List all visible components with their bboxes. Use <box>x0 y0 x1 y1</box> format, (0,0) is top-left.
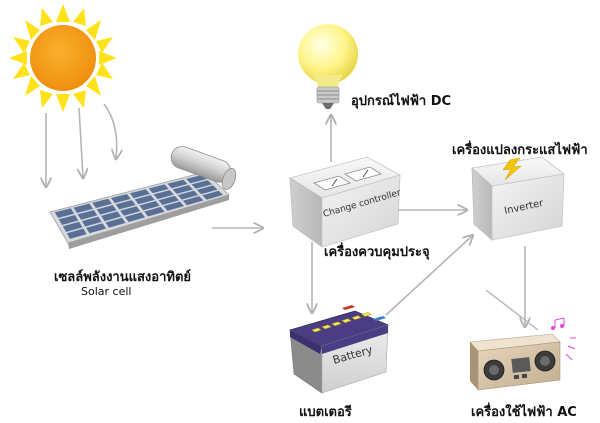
solar-panel-cell <box>143 206 166 218</box>
label-inverter: เครื่องแปลงกระแสไฟฟ้า <box>452 143 588 158</box>
solar-panel-cell <box>166 179 189 189</box>
charge-controller-box: Change controller <box>289 156 402 248</box>
sunlight-arrows <box>46 103 117 186</box>
solar-panel-cell <box>133 194 156 205</box>
solar-panel-cell <box>53 207 76 219</box>
solar-panel-cell <box>171 184 194 195</box>
solar-panel-cell <box>100 210 122 222</box>
solar-panel-cell <box>65 227 88 240</box>
solar-panel-cell <box>119 205 142 217</box>
solar-panel-cell <box>91 198 113 209</box>
solar-panel-cell <box>195 184 219 195</box>
solar-panel-cell <box>81 215 103 228</box>
label-ac-appliance: เครื่องใช้ไฟฟ้า AC <box>471 405 577 420</box>
solar-panel-cell <box>190 179 214 190</box>
solar-panel-cell <box>57 214 80 226</box>
battery-cell-cap <box>351 315 362 320</box>
solar-panel-cell <box>138 200 161 212</box>
arrow-battery-to-inverter <box>385 236 472 316</box>
solar-panel-cell <box>76 209 99 221</box>
label-charge-controller: เครื่องควบคุมประจุ <box>324 245 430 260</box>
battery-cell-cap <box>341 318 352 324</box>
lightning-icon <box>502 157 522 181</box>
solar-panel-cell <box>128 188 151 199</box>
label-solar-cell-th: เซลล์พลังงานแสงอาทิตย์ <box>54 270 192 285</box>
solar-panel-cell <box>181 195 205 206</box>
solar-panel-icon <box>49 146 237 249</box>
solar-panel-cell <box>152 189 175 200</box>
solar-panel-cell <box>123 211 147 223</box>
speaker-antenna <box>485 289 539 331</box>
light-bulb-icon <box>298 24 358 109</box>
label-solar-cell-en: Solar cell <box>81 285 132 298</box>
solar-panel-cell <box>61 221 84 233</box>
speaker-icon <box>469 333 561 391</box>
solar-panel-cell <box>85 222 108 234</box>
solar-panel-cell <box>185 174 208 184</box>
solar-panel-cell <box>157 195 180 206</box>
battery-cell-cap <box>361 312 372 317</box>
label-dc-appliance: อุปกรณ์ไฟฟ้า DC <box>351 94 452 109</box>
solar-panel-cell <box>147 183 170 194</box>
battery-cell-cap <box>311 327 322 333</box>
label-battery: แบตเตอรี <box>299 405 352 420</box>
solar-panel-cell <box>162 200 186 212</box>
solar-panel-cell <box>95 204 118 216</box>
solar-panel-cell <box>104 217 127 229</box>
inverter-box: Inverter <box>471 156 565 241</box>
solar-panel-cell <box>201 190 225 201</box>
battery-cell-cap <box>331 321 342 327</box>
solar-panel-cell <box>114 199 137 211</box>
solar-panel-cell <box>72 202 94 214</box>
sun-icon <box>9 4 117 112</box>
solar-panel-cell <box>110 193 132 204</box>
solar-panel-cell <box>176 189 200 201</box>
music-notes-icon <box>551 317 576 361</box>
battery-icon: Battery <box>288 305 390 394</box>
battery-cell-cap <box>321 324 332 330</box>
